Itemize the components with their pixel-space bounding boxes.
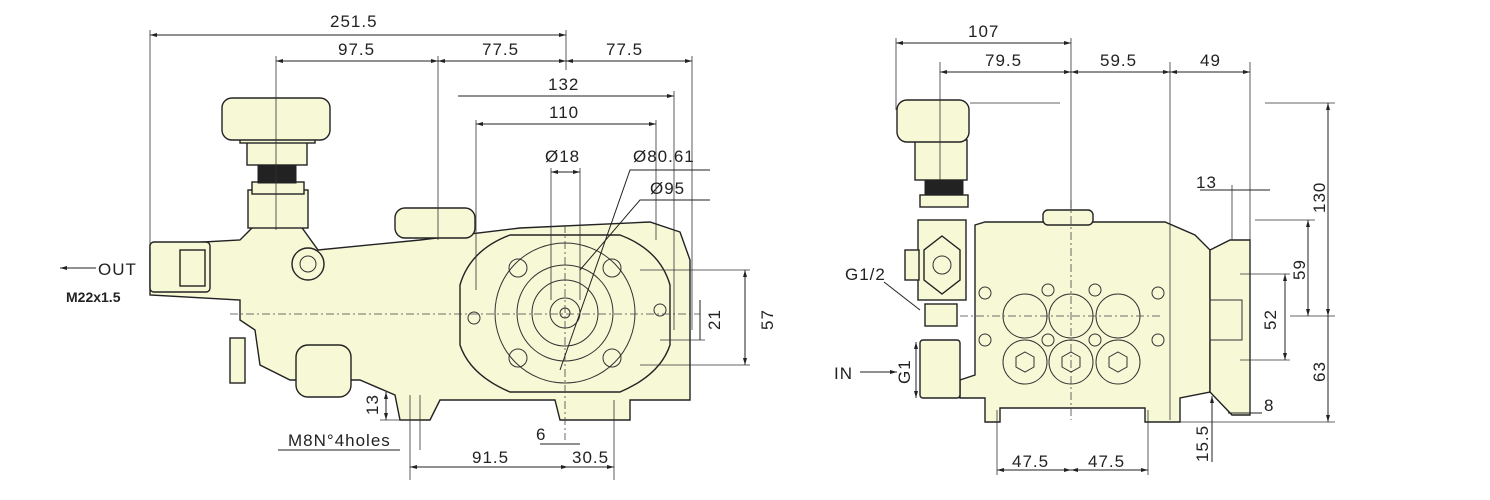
g-half-inch-label: G1/2 [845, 265, 886, 284]
dim-13: 13 [363, 394, 382, 415]
end-dimension-lines [860, 38, 1335, 475]
end-view: 107 79.5 59.5 49 130 59 52 63 13 8 15.5 … [834, 22, 1335, 475]
pump-body-side [149, 97, 700, 440]
dim-59: 59 [1290, 259, 1309, 280]
dim-outer-diameter: Ø95 [650, 179, 685, 198]
side-dimension-lines [60, 30, 750, 480]
pump-body-end [896, 99, 1251, 423]
dim-foot-47-5-b: 47.5 [1088, 452, 1125, 471]
dim-91-5: 91.5 [472, 448, 509, 467]
side-view: 251.5 97.5 77.5 77.5 132 110 Ø18 Ø80.61 … [60, 12, 777, 480]
valve-ports [978, 283, 1165, 385]
dim-13-end: 13 [1196, 173, 1217, 192]
side-dimension-labels: 251.5 97.5 77.5 77.5 132 110 Ø18 Ø80.61 … [66, 12, 777, 467]
dim-key-6: 6 [536, 425, 546, 444]
dim-30-5: 30.5 [572, 448, 609, 467]
dim-59-5: 59.5 [1100, 51, 1137, 70]
out-label: OUT [98, 260, 137, 279]
end-dimension-labels: 107 79.5 59.5 49 130 59 52 63 13 8 15.5 … [834, 22, 1329, 471]
dim-8: 8 [1264, 396, 1274, 415]
dim-107: 107 [968, 22, 999, 41]
out-thread-label: M22x1.5 [66, 289, 121, 305]
dim-77-5-b: 77.5 [606, 40, 643, 59]
inlet-label: IN [834, 364, 853, 383]
mounting-holes-label: M8N°4holes [288, 431, 391, 450]
dim-97-5: 97.5 [338, 40, 375, 59]
dim-110: 110 [549, 103, 579, 122]
dim-49: 49 [1200, 51, 1221, 70]
dim-21: 21 [705, 309, 724, 330]
dim-79-5: 79.5 [985, 51, 1022, 70]
dim-15-5: 15.5 [1193, 425, 1212, 462]
dim-shaft-diameter: Ø18 [545, 147, 580, 166]
dim-52: 52 [1261, 309, 1280, 330]
g1-label: G1 [895, 359, 914, 384]
dim-63: 63 [1310, 361, 1329, 382]
dim-foot-47-5-a: 47.5 [1012, 452, 1049, 471]
dim-flange-diameter: Ø80.61 [633, 147, 695, 166]
dim-130: 130 [1310, 182, 1329, 213]
dim-77-5-a: 77.5 [482, 40, 519, 59]
dim-132: 132 [548, 75, 579, 94]
dim-overall-length: 251.5 [330, 12, 378, 31]
dim-57: 57 [758, 309, 777, 330]
